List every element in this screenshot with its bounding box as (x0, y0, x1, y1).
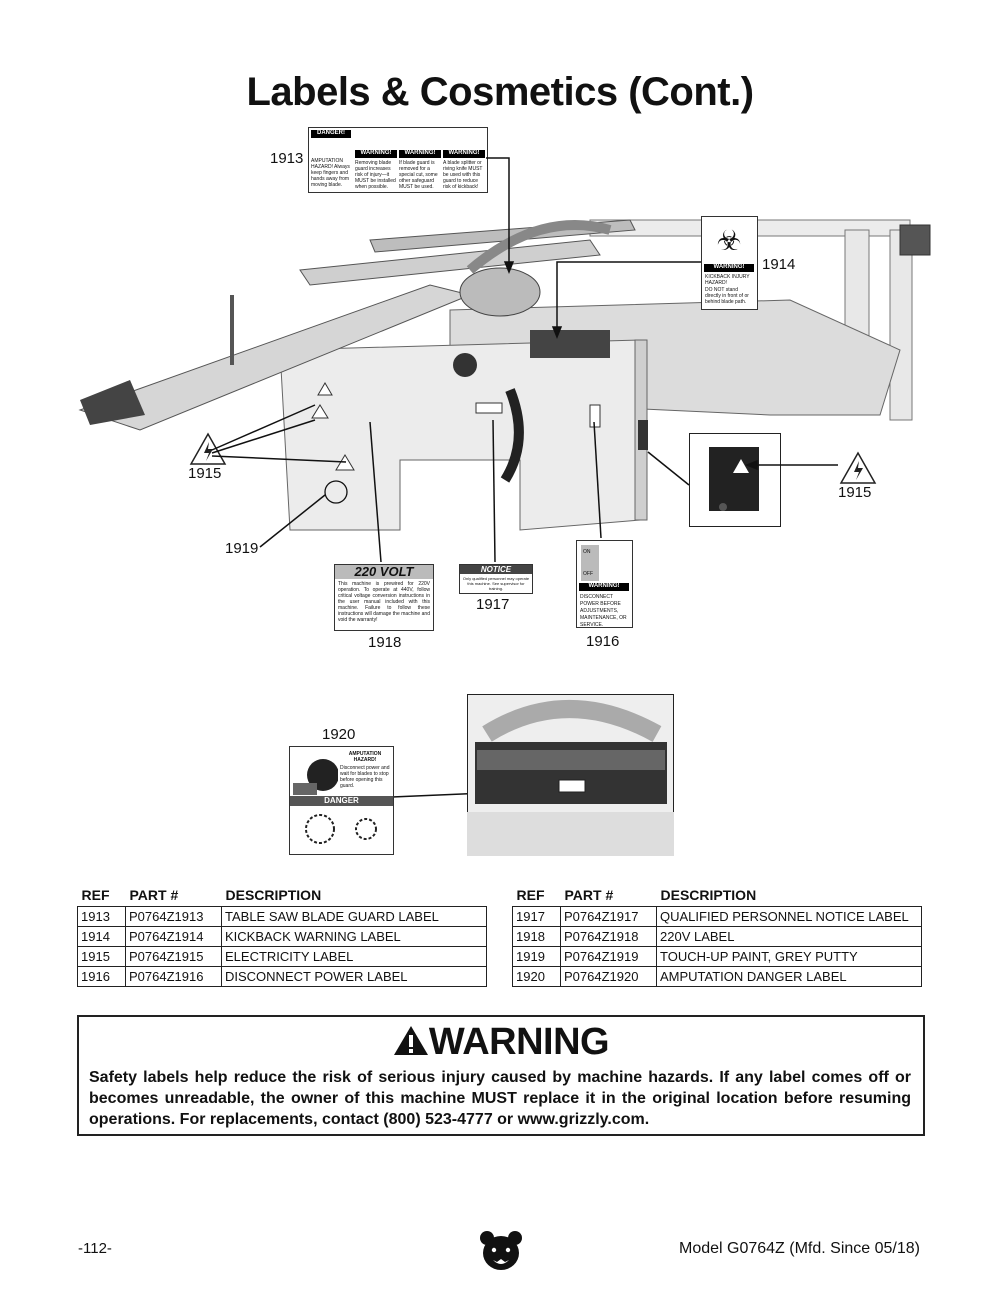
label-1914-text-1: KICKBACK INJURY HAZARD! (705, 274, 750, 286)
cell-description: ELECTRICITY LABEL (221, 946, 487, 967)
bear-logo-icon (480, 1231, 522, 1270)
table-row: 1918 P0764Z1918 220V LABEL (512, 926, 922, 947)
label-1914-image: ☣ WARNING! KICKBACK INJURY HAZARD! DO NO… (701, 216, 758, 310)
page-title: Labels & Cosmetics (Cont.) (246, 70, 754, 114)
cell-part: P0764Z1916 (125, 966, 222, 987)
warning-triangle-icon (393, 1026, 428, 1055)
page-number: -112- (78, 1240, 112, 1257)
cell-part: P0764Z1913 (125, 906, 222, 927)
label-1914-text-2: DO NOT stand directly in front of or beh… (705, 287, 749, 305)
label-1917-text: Only qualified personnel may operate thi… (462, 576, 530, 591)
saw-blade-pictogram-icon (293, 759, 338, 795)
col-part: PART # (129, 887, 179, 903)
table-saw-photo (78, 219, 931, 531)
col-ref: REF (516, 887, 545, 903)
cell-ref: 1917 (512, 906, 561, 927)
label-1920-image: AMPUTATION HAZARD! Disconnect power and … (289, 746, 394, 855)
table-row: 1913 P0764Z1913 TABLE SAW BLADE GUARD LA… (77, 906, 487, 927)
label-1920-danger: DANGER (290, 796, 393, 806)
label-1913-text-2: Removing blade guard increases risk of i… (355, 160, 396, 190)
table-row: 1920 P0764Z1920 AMPUTATION DANGER LABEL (512, 966, 922, 987)
blade-stop-pictogram-icon (305, 814, 377, 844)
label-1916-warning: WARNING! (579, 583, 629, 591)
callout-1915-right: 1915 (838, 484, 872, 501)
callout-1915-left: 1915 (188, 465, 222, 482)
parts-table-left: REF PART # DESCRIPTION 1913 P0764Z1913 T… (77, 885, 487, 987)
label-1920-text-2: Disconnect power and wait for blades to … (340, 765, 390, 789)
warning-body: Safety labels help reduce the risk of se… (89, 1069, 911, 1128)
blade-guard-photo (467, 694, 674, 856)
callout-1918: 1918 (368, 634, 402, 651)
kickback-pictogram-icon: ☣ (716, 225, 742, 256)
warning-heading: WARNING (79, 1021, 923, 1064)
label-1913-image: DANGER! WARNING! WARNING! WARNING! AMPUT… (308, 127, 488, 193)
cell-part: P0764Z1919 (560, 946, 657, 967)
warning-heading-text: WARNING (428, 1021, 610, 1063)
col-ref: REF (81, 887, 110, 903)
label-1916-image: ON OFF WARNING! DISCONNECT POWER BEFORE … (576, 540, 633, 628)
label-1913-warning-2: WARNING! (399, 150, 441, 158)
label-1913-text-4: A blade splitter or riving knife MUST be… (443, 160, 483, 190)
col-part: PART # (564, 887, 614, 903)
table-row: 1915 P0764Z1915 ELECTRICITY LABEL (77, 946, 487, 967)
label-1916-text: DISCONNECT POWER BEFORE ADJUSTMENTS, MAI… (580, 594, 627, 628)
label-1916-off: OFF (583, 571, 593, 577)
cell-part: P0764Z1915 (125, 946, 222, 967)
label-1918-image: 220 VOLT This machine is prewired for 22… (334, 564, 434, 631)
cell-ref: 1919 (512, 946, 561, 967)
label-1917-image: NOTICE Only qualified personnel may oper… (459, 564, 533, 594)
table-row: 1917 P0764Z1917 QUALIFIED PERSONNEL NOTI… (512, 906, 922, 927)
callout-1914: 1914 (762, 256, 796, 273)
model-info: Model G0764Z (Mfd. Since 05/18) (678, 1240, 920, 1257)
cell-part: P0764Z1914 (125, 926, 222, 947)
table-row: 1914 P0764Z1914 KICKBACK WARNING LABEL (77, 926, 487, 947)
cell-part: P0764Z1920 (560, 966, 657, 987)
cell-description: QUALIFIED PERSONNEL NOTICE LABEL (656, 906, 922, 927)
cell-description: AMPUTATION DANGER LABEL (656, 966, 922, 987)
parts-table-right: REF PART # DESCRIPTION 1917 P0764Z1917 Q… (512, 885, 922, 987)
warning-box: WARNING Safety labels help reduce the ri… (77, 1015, 925, 1136)
label-1918-text: This machine is prewired for 220V operat… (338, 581, 430, 623)
label-1917-heading: NOTICE (460, 565, 532, 574)
label-1913-danger: DANGER! (311, 130, 351, 138)
label-1913-warning-1: WARNING! (355, 150, 397, 158)
label-1913-text-1: AMPUTATION HAZARD! Always keep fingers a… (311, 158, 350, 188)
cell-ref: 1913 (77, 906, 126, 927)
cell-description: TOUCH-UP PAINT, GREY PUTTY (656, 946, 922, 967)
callout-1919: 1919 (225, 540, 259, 557)
electrical-box-photo (689, 433, 781, 527)
cell-description: DISCONNECT POWER LABEL (221, 966, 487, 987)
cell-ref: 1916 (77, 966, 126, 987)
cell-ref: 1915 (77, 946, 126, 967)
label-1920-text-1: AMPUTATION HAZARD! (348, 751, 382, 763)
label-1914-warning: WARNING! (704, 264, 754, 272)
label-1916-on: ON (583, 549, 591, 555)
label-1913-warning-3: WARNING! (443, 150, 485, 158)
label-1913-text-3: If blade guard is removed for a special … (399, 160, 438, 190)
callout-1913: 1913 (270, 150, 304, 167)
callout-1917: 1917 (476, 596, 510, 613)
cell-ref: 1918 (512, 926, 561, 947)
table-row: 1916 P0764Z1916 DISCONNECT POWER LABEL (77, 966, 487, 987)
cell-description: 220V LABEL (656, 926, 922, 947)
cell-description: TABLE SAW BLADE GUARD LABEL (221, 906, 487, 927)
cell-part: P0764Z1917 (560, 906, 657, 927)
cell-ref: 1914 (77, 926, 126, 947)
callout-1916: 1916 (586, 633, 620, 650)
cell-ref: 1920 (512, 966, 561, 987)
col-description: DESCRIPTION (225, 887, 322, 903)
electricity-warning-icon (839, 451, 877, 484)
callout-1920: 1920 (322, 726, 356, 743)
col-description: DESCRIPTION (660, 887, 757, 903)
table-row: 1919 P0764Z1919 TOUCH-UP PAINT, GREY PUT… (512, 946, 922, 967)
cell-part: P0764Z1918 (560, 926, 657, 947)
switch-pictogram-icon (581, 545, 599, 581)
cell-description: KICKBACK WARNING LABEL (221, 926, 487, 947)
label-1918-heading: 220 VOLT (335, 565, 433, 579)
